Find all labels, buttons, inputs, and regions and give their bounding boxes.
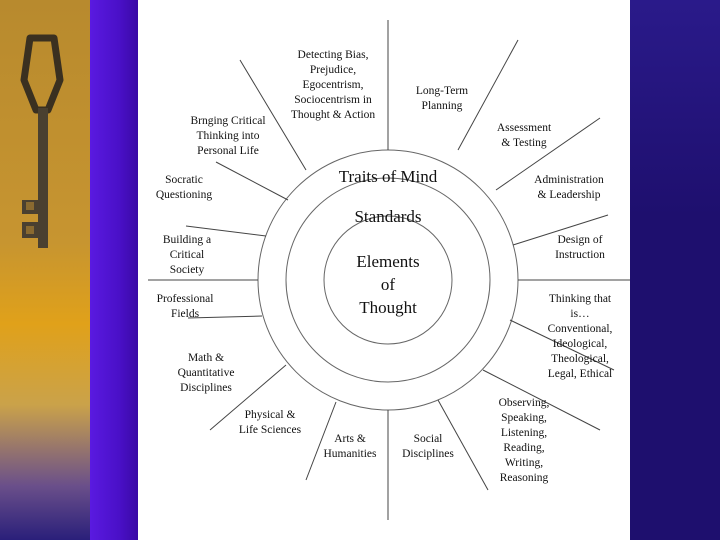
navy-side-bar [630, 0, 720, 540]
spoke-line-14 [215, 161, 289, 201]
gold-texture-panel [0, 0, 90, 540]
segment-label-building-critical-society: Building a Critical Society [162, 234, 212, 276]
spoke-line-8 [482, 369, 601, 431]
spoke-line-9 [437, 399, 489, 491]
segment-label-social-disciplines: Social Disciplines [402, 433, 454, 460]
segment-label-design-of-instruction: Design of Instruction [555, 234, 605, 261]
spoke-line-15 [239, 59, 307, 171]
spoke-line-7 [509, 319, 615, 371]
diagram-panel: Traits of Mind Standards Elements of Tho… [138, 0, 630, 540]
segment-label-detecting-bias: Detecting Bias, Prejudice, Egocentrism, … [290, 49, 376, 121]
segment-label-bringing-critical-thinking: Brnging Critical Thinking into Personal … [190, 115, 266, 157]
segment-label-socratic-questioning: Socratic Questioning [155, 174, 213, 201]
spoke-line-13 [185, 225, 267, 237]
spoke-line-10 [305, 401, 337, 481]
spoke-line-5 [495, 117, 601, 191]
ring-label-traits-of-mind: Traits of Mind [338, 167, 438, 186]
spoke-line-11 [209, 364, 287, 431]
segment-label-professional-fields: Professional Fields [156, 293, 214, 320]
spoke-line-6 [512, 214, 609, 246]
segment-label-arts-humanities: Arts & Humanities [323, 433, 377, 460]
segment-label-observing-speaking: Observing, Speaking, Listening, Reading,… [498, 397, 550, 484]
segment-label-long-term-planning: Long-Term Planning [415, 85, 469, 112]
antique-key-icon [20, 34, 64, 248]
segment-label-math-quantitative: Math & Quantitative Disciplines [177, 352, 235, 394]
spoke-line-4 [457, 39, 519, 151]
segment-label-thinking-that-is: Thinking that is… Conventional, Ideologi… [547, 293, 613, 380]
ring-inner [323, 215, 453, 345]
concentric-wheel [148, 20, 630, 520]
purple-accent-bar [90, 0, 138, 540]
segment-label-assessment-testing: Assessment & Testing [496, 122, 552, 149]
ring-label-standards: Standards [354, 207, 422, 226]
ring-label-elements-of-thought: Elements of Thought [356, 252, 420, 317]
ring-middle [285, 177, 491, 383]
segment-label-physical-life-sciences: Physical & Life Sciences [238, 409, 302, 436]
spoke-line-12 [187, 315, 263, 319]
segment-label-administration-leadership: Administration & Leadership [534, 174, 604, 201]
